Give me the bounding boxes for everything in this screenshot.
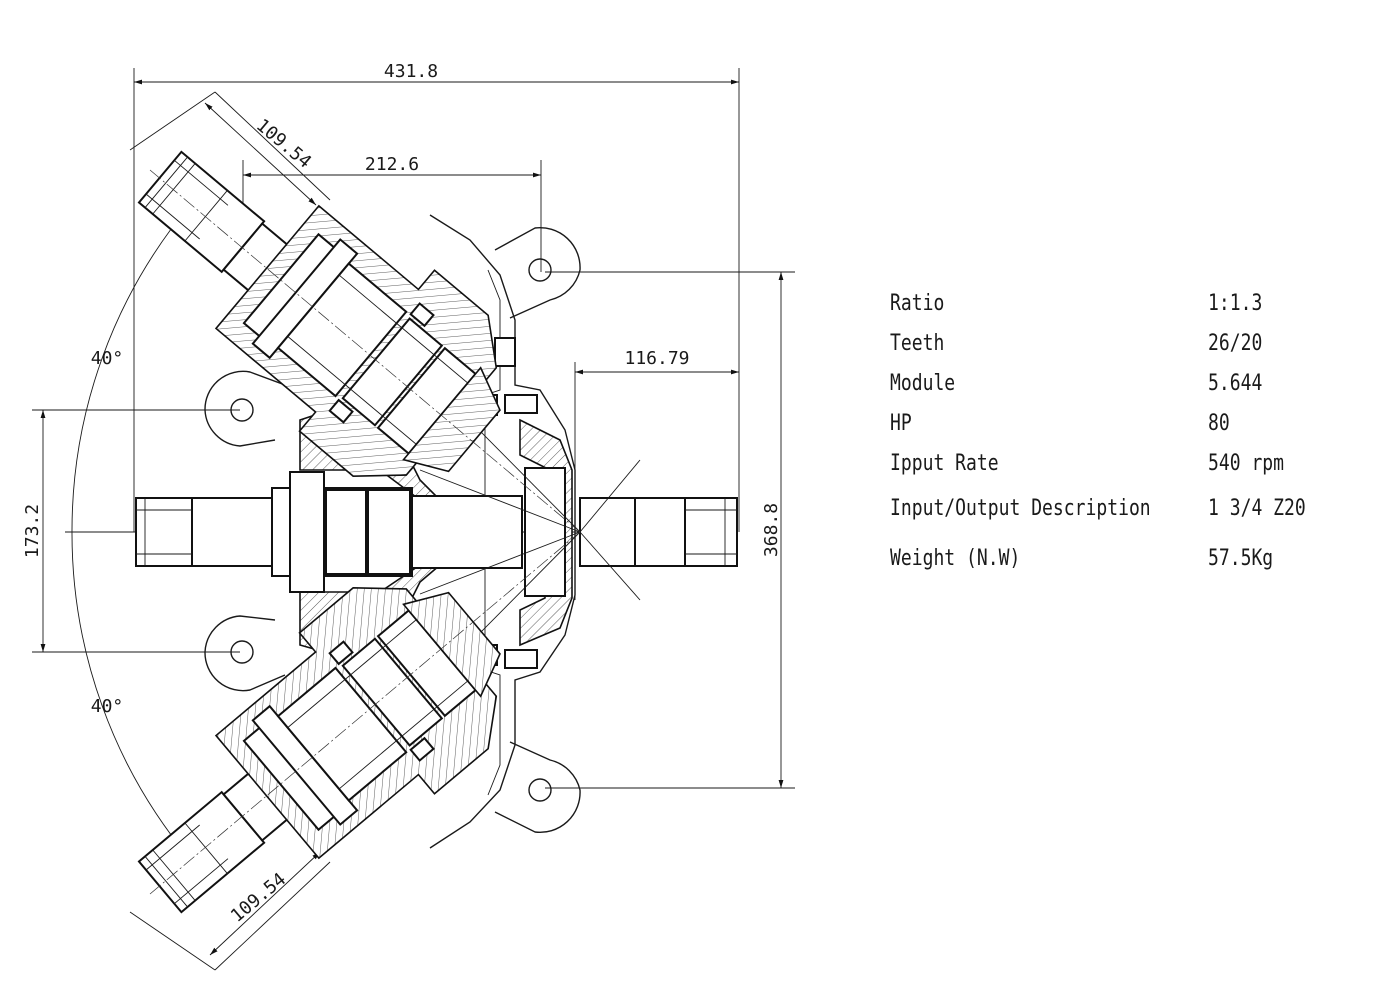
spec-value: 26/20 [1207,330,1263,356]
angle-label-bottom: 40° [91,696,124,717]
specification-table: Ratio 1:1.3 Teeth 26/20 Module 5.644 HP … [890,283,1350,583]
horizontal-through-shaft [135,329,738,735]
mount-ear-left-upper [204,370,286,447]
dim-center-to-mount: 212.6 [365,154,419,175]
dim-overall-height: 368.8 [761,503,782,557]
spec-label: Input/Output Description [890,495,1151,521]
dim-flange-to-end: 116.79 [624,348,689,369]
dim-angle-offset-top: 109.54 [252,115,315,173]
spec-value: 57.5Kg [1207,545,1274,571]
spec-label: HP [890,410,912,436]
spec-row: Teeth 26/20 [890,323,1350,363]
spec-value: 540 rpm [1207,450,1284,476]
spec-row: Ratio 1:1.3 [890,283,1350,323]
mount-ear-bottom-right [494,741,581,834]
dim-overall-width: 431.8 [384,61,438,82]
spec-label: Teeth [890,330,945,356]
spec-value: 1:1.3 [1207,290,1263,316]
dim-angle-offset-bottom: 109.54 [227,869,290,927]
spec-row: Weight (N.W) 57.5Kg [890,533,1350,583]
spec-label: Module [890,370,956,396]
spec-row: Module 5.644 [890,363,1350,403]
mount-ear-left-lower [204,615,286,692]
spec-row: HP 80 [890,403,1350,443]
angle-label-top: 40° [91,348,124,369]
mount-ear-top-right [494,226,581,319]
spec-row: Input/Output Description 1 3/4 Z20 [890,483,1350,533]
spec-value: 1 3/4 Z20 [1207,495,1306,521]
spec-value: 80 [1207,410,1230,436]
spec-label: Weight (N.W) [890,545,1021,571]
spec-value: 5.644 [1207,370,1263,396]
spec-row: Ipput Rate 540 rpm [890,443,1350,483]
spec-label: Ipput Rate [890,450,999,476]
dim-mount-hole-spacing: 173.2 [22,504,43,558]
spec-label: Ratio [890,290,945,316]
